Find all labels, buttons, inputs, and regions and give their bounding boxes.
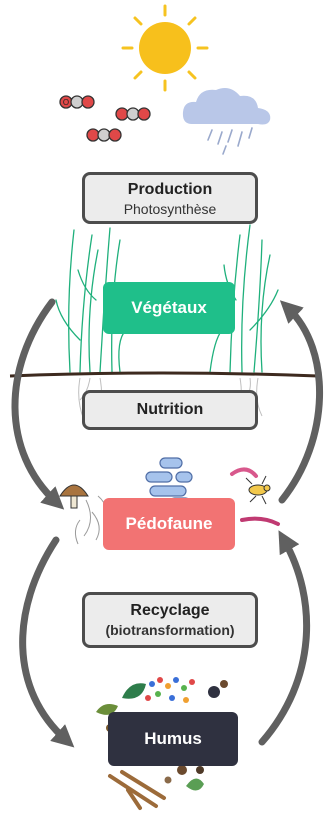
twig-icon — [110, 772, 164, 808]
recyclage-subtitle: (biotransformation) — [85, 621, 255, 639]
co2-label: O — [63, 98, 69, 107]
vegetaux-node: Végétaux — [103, 282, 235, 334]
production-title: Production — [85, 180, 255, 200]
humus-node: Humus — [108, 712, 238, 766]
co2-molecule-icon: O — [60, 96, 150, 141]
vegetaux-label: Végétaux — [131, 298, 207, 317]
soil-surface-line — [10, 373, 318, 376]
recyclage-title: Recyclage — [85, 601, 255, 621]
sun-icon — [123, 6, 207, 90]
arrow-pedofaune-to-vegetaux — [282, 308, 320, 500]
mushroom-icon — [60, 485, 88, 508]
pedofaune-node: Pédofaune — [103, 498, 235, 550]
production-subtitle: Photosynthèse — [85, 200, 255, 218]
molecule-dots-icon — [145, 677, 195, 703]
rain-cloud-icon — [183, 88, 270, 154]
nutrition-box: Nutrition — [82, 390, 258, 430]
pedofaune-label: Pédofaune — [126, 514, 213, 533]
arrow-pedofaune-to-humus — [23, 540, 66, 740]
arrow-vegetaux-to-pedofaune — [15, 302, 56, 502]
production-box: Production Photosynthèse — [82, 172, 258, 224]
insect-icon — [246, 476, 270, 504]
arrow-humus-to-pedofaune — [262, 540, 307, 742]
nutrition-label: Nutrition — [85, 400, 255, 420]
mycelium-icon — [75, 496, 106, 544]
humus-label: Humus — [144, 729, 202, 748]
recyclage-box: Recyclage (biotransformation) — [82, 592, 258, 648]
